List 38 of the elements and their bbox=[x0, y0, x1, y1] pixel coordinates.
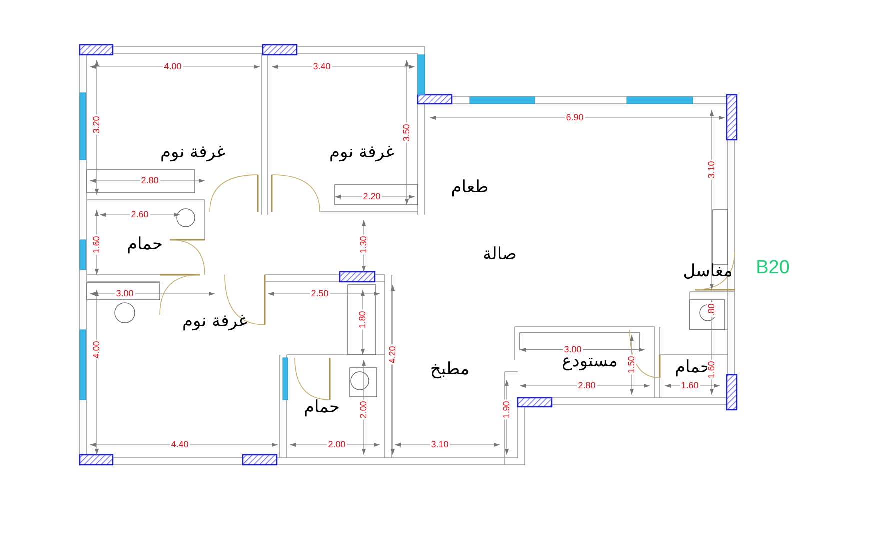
room-label: حمام bbox=[304, 400, 340, 416]
room-label: مطبخ bbox=[430, 362, 470, 378]
dimension-label: 1.60 bbox=[680, 382, 700, 390]
room-label: غرفة نوم bbox=[330, 144, 394, 162]
dimension-label: 3.00 bbox=[563, 346, 583, 354]
dimension-label: 3.10 bbox=[430, 440, 450, 450]
room-label: مستودع bbox=[562, 354, 618, 370]
dimension-label: 1.50 bbox=[628, 355, 636, 375]
dimension-label: 1.90 bbox=[502, 400, 512, 420]
dimension-label: 2.50 bbox=[310, 290, 330, 298]
room-label: غرفة نوم bbox=[160, 144, 226, 162]
dimension-label: 4.00 bbox=[163, 62, 183, 72]
dimension-label: 4.40 bbox=[170, 440, 190, 450]
dimension-label: 4.00 bbox=[92, 340, 102, 360]
dimension-label: 2.80 bbox=[140, 176, 160, 186]
room-label: حمام bbox=[126, 236, 164, 254]
dimension-label: 3.50 bbox=[402, 123, 412, 143]
dimension-label: 3.20 bbox=[92, 115, 102, 135]
dimension-label: 2.60 bbox=[130, 210, 150, 220]
dimension-label: 3.40 bbox=[312, 62, 332, 72]
dimension-label: 2.20 bbox=[362, 192, 382, 202]
unit-label: B20 bbox=[756, 258, 790, 278]
dimension-label: 3.10 bbox=[708, 160, 716, 180]
dimension-label: .80 bbox=[708, 302, 716, 318]
dimension-label: 4.20 bbox=[388, 345, 398, 365]
dimension-label: 2.00 bbox=[327, 440, 347, 450]
dimension-label: 6.90 bbox=[565, 114, 585, 122]
dimension-label: 2.80 bbox=[577, 382, 597, 390]
room-label: غرفة نوم bbox=[182, 314, 248, 330]
dimension-label: 2.00 bbox=[360, 400, 368, 420]
room-label: مغاسل bbox=[683, 264, 733, 280]
dimension-label: 1.60 bbox=[708, 360, 716, 380]
dimension-label: 1.80 bbox=[358, 310, 368, 330]
room-label: صالة bbox=[483, 246, 517, 264]
dimension-label: 1.30 bbox=[360, 235, 368, 255]
room-label: طعام bbox=[451, 180, 489, 196]
dimension-label: 3.00 bbox=[115, 290, 135, 298]
dimension-label: 1.60 bbox=[92, 235, 102, 255]
